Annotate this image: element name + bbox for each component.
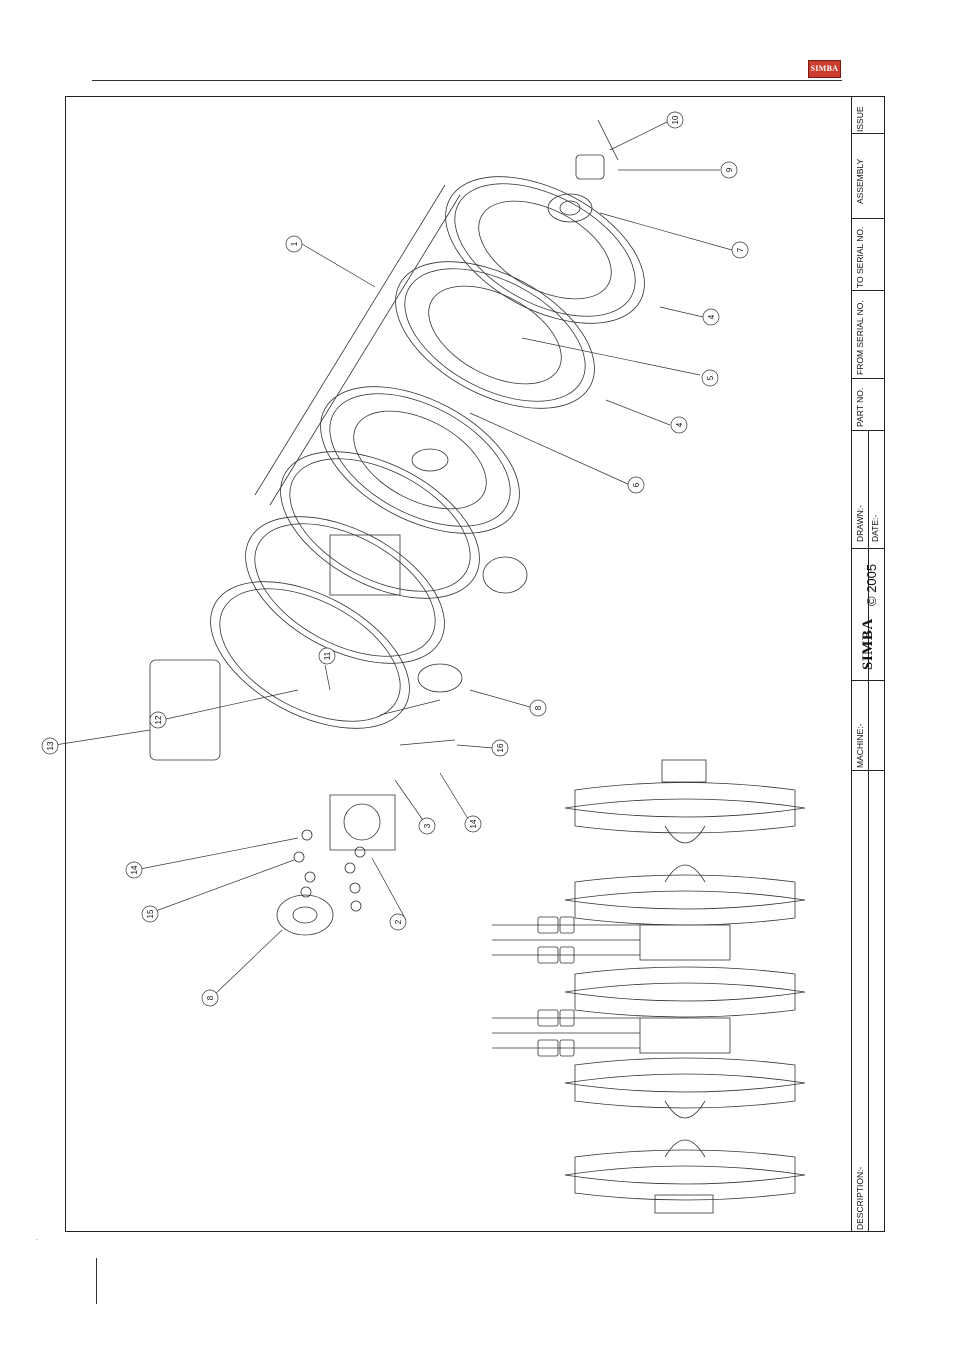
callout-label: 8 xyxy=(534,705,543,710)
callout-label: 15 xyxy=(146,909,155,918)
callout-label: 6 xyxy=(632,482,641,487)
callout-label: 11 xyxy=(323,651,332,660)
callout-label: 14 xyxy=(130,865,139,874)
callout-label: 10 xyxy=(671,115,680,124)
callout-label: 9 xyxy=(725,167,734,172)
callout-label: 12 xyxy=(154,715,163,724)
callout-label: 13 xyxy=(46,741,55,750)
callout-label: 4 xyxy=(707,314,716,319)
callout-label: 2 xyxy=(394,919,403,924)
side-view-wheel xyxy=(565,1150,805,1200)
callout-label: 4 xyxy=(675,422,684,427)
callout-label: 8 xyxy=(206,995,215,1000)
side-view-wheel xyxy=(565,967,805,1017)
callout-label: 3 xyxy=(423,823,432,828)
callout-label: 1 xyxy=(290,241,299,246)
side-view-wheel xyxy=(565,1058,805,1108)
callout-label: 7 xyxy=(736,247,745,252)
callout-label: 16 xyxy=(496,743,505,752)
callout-label: 5 xyxy=(706,375,715,380)
callout-label: 14 xyxy=(469,819,478,828)
side-view-wheel xyxy=(565,875,805,925)
side-view-wheel xyxy=(565,783,805,834)
